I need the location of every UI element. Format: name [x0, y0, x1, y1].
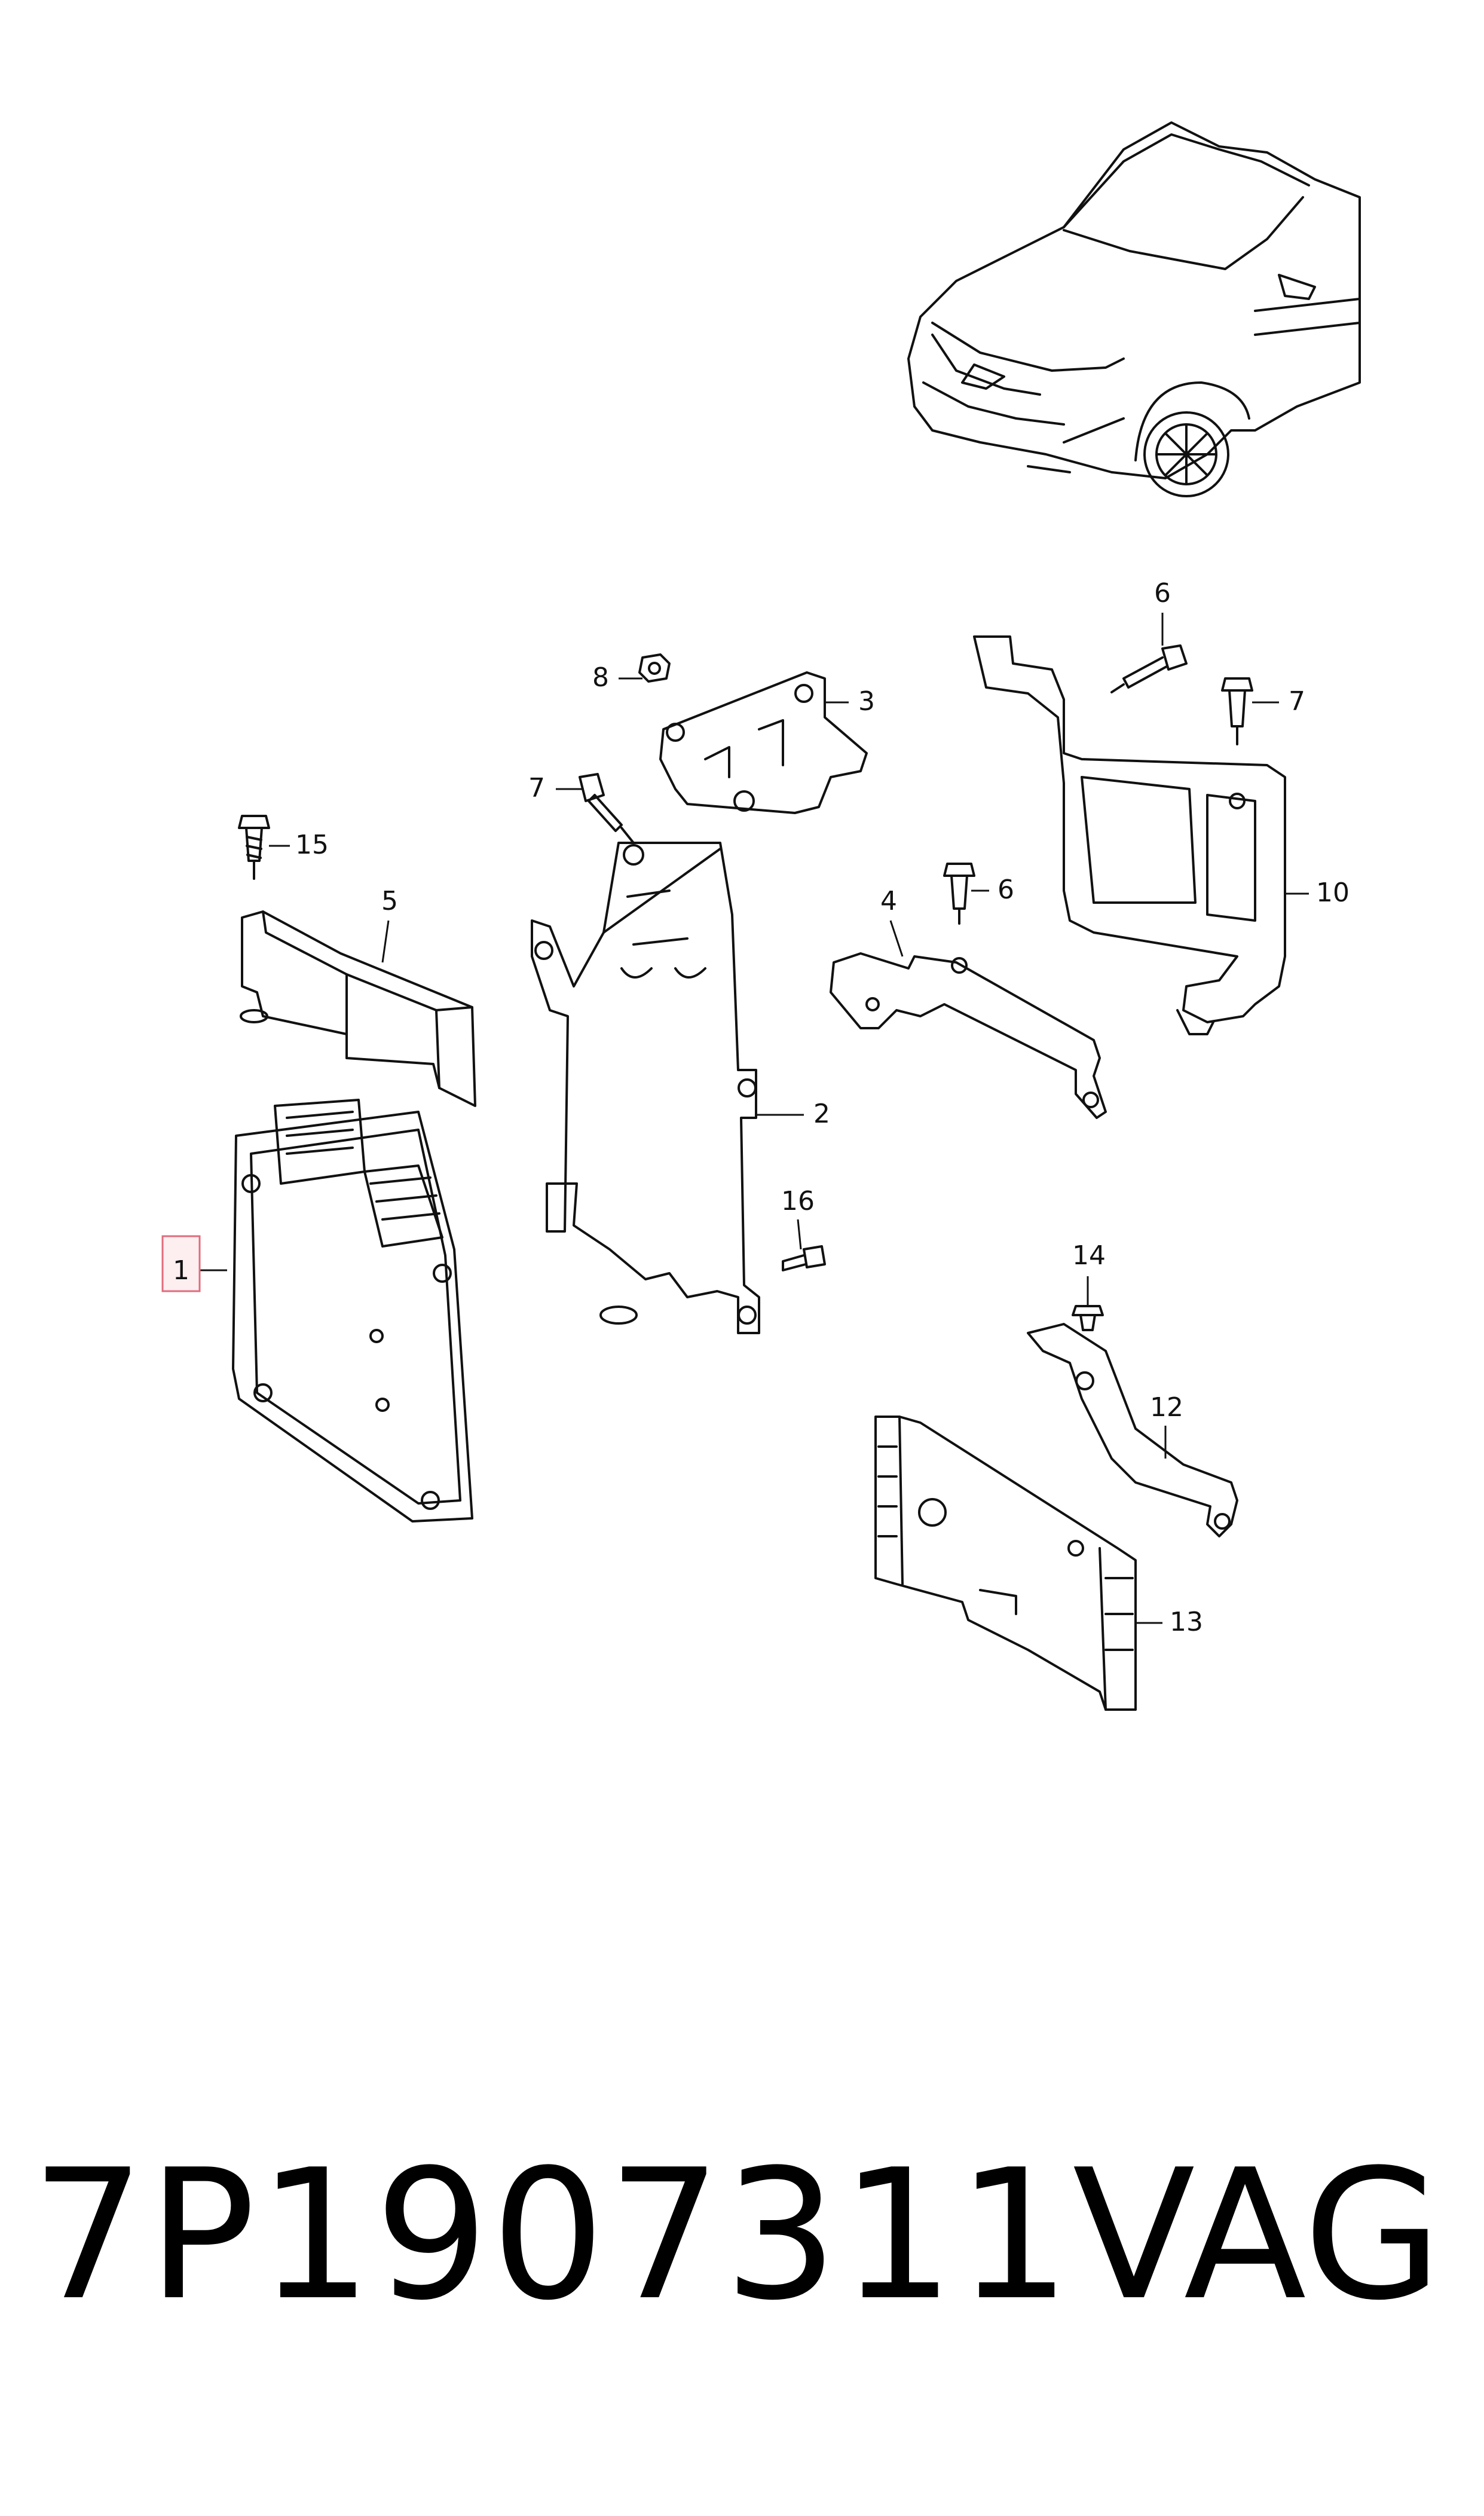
callout-4: 4	[880, 886, 897, 916]
callout-6-top: 6	[1154, 578, 1171, 609]
callout-14: 14	[1072, 1240, 1106, 1271]
nut-part-8	[638, 653, 671, 683]
screw-part-7-right	[1221, 677, 1253, 745]
callout-7-right: 7	[1289, 686, 1305, 717]
callout-7-left: 7	[528, 773, 545, 803]
screw-part-16	[782, 1245, 826, 1271]
callout-1: 1	[173, 1255, 189, 1286]
callout-10: 10	[1316, 878, 1350, 908]
screw-part-14	[1072, 1305, 1104, 1331]
footer-caption: 7P1907311 VAG	[0, 2110, 1484, 2361]
callout-13: 13	[1170, 1607, 1203, 1637]
callout-6-middle: 6	[998, 875, 1014, 905]
module-part-13	[874, 1416, 1137, 1711]
callout-16: 16	[781, 1186, 815, 1216]
leader-lines	[200, 613, 1309, 1624]
bracket-part-2	[531, 842, 760, 1334]
screw-part-6-middle	[943, 863, 975, 925]
strap-part-12	[1027, 1323, 1238, 1537]
callout-3: 3	[858, 686, 875, 717]
screw-part-15	[238, 815, 270, 880]
callout-8: 8	[592, 662, 609, 693]
cover-part-5	[240, 910, 476, 1107]
callout-2: 2	[813, 1099, 830, 1129]
callout-labels: 1 2 3 4 5 6 6 7 7 8 10 12 13 14 15 16	[173, 578, 1350, 1637]
screw-part-6-right	[1110, 644, 1188, 693]
part-number: 7P1907311	[31, 2131, 1073, 2340]
callout-5: 5	[381, 886, 398, 916]
vehicle-illustration	[907, 121, 1361, 497]
callout-15: 15	[295, 830, 329, 860]
brand-label: VAG	[1072, 2131, 1442, 2340]
callout-1-highlight	[161, 1235, 201, 1292]
screw-part-7-left	[579, 773, 635, 844]
bracket-part-4	[830, 952, 1107, 1119]
bracket-part-10	[973, 635, 1286, 1035]
control-unit-part-1	[232, 1099, 473, 1523]
bracket-part-3	[659, 671, 868, 814]
callout-12: 12	[1150, 1392, 1183, 1423]
parts-diagram: 1 2 3 4 5 6 6 7 7 8 10 12 13 14 15 16	[161, 121, 1361, 1711]
